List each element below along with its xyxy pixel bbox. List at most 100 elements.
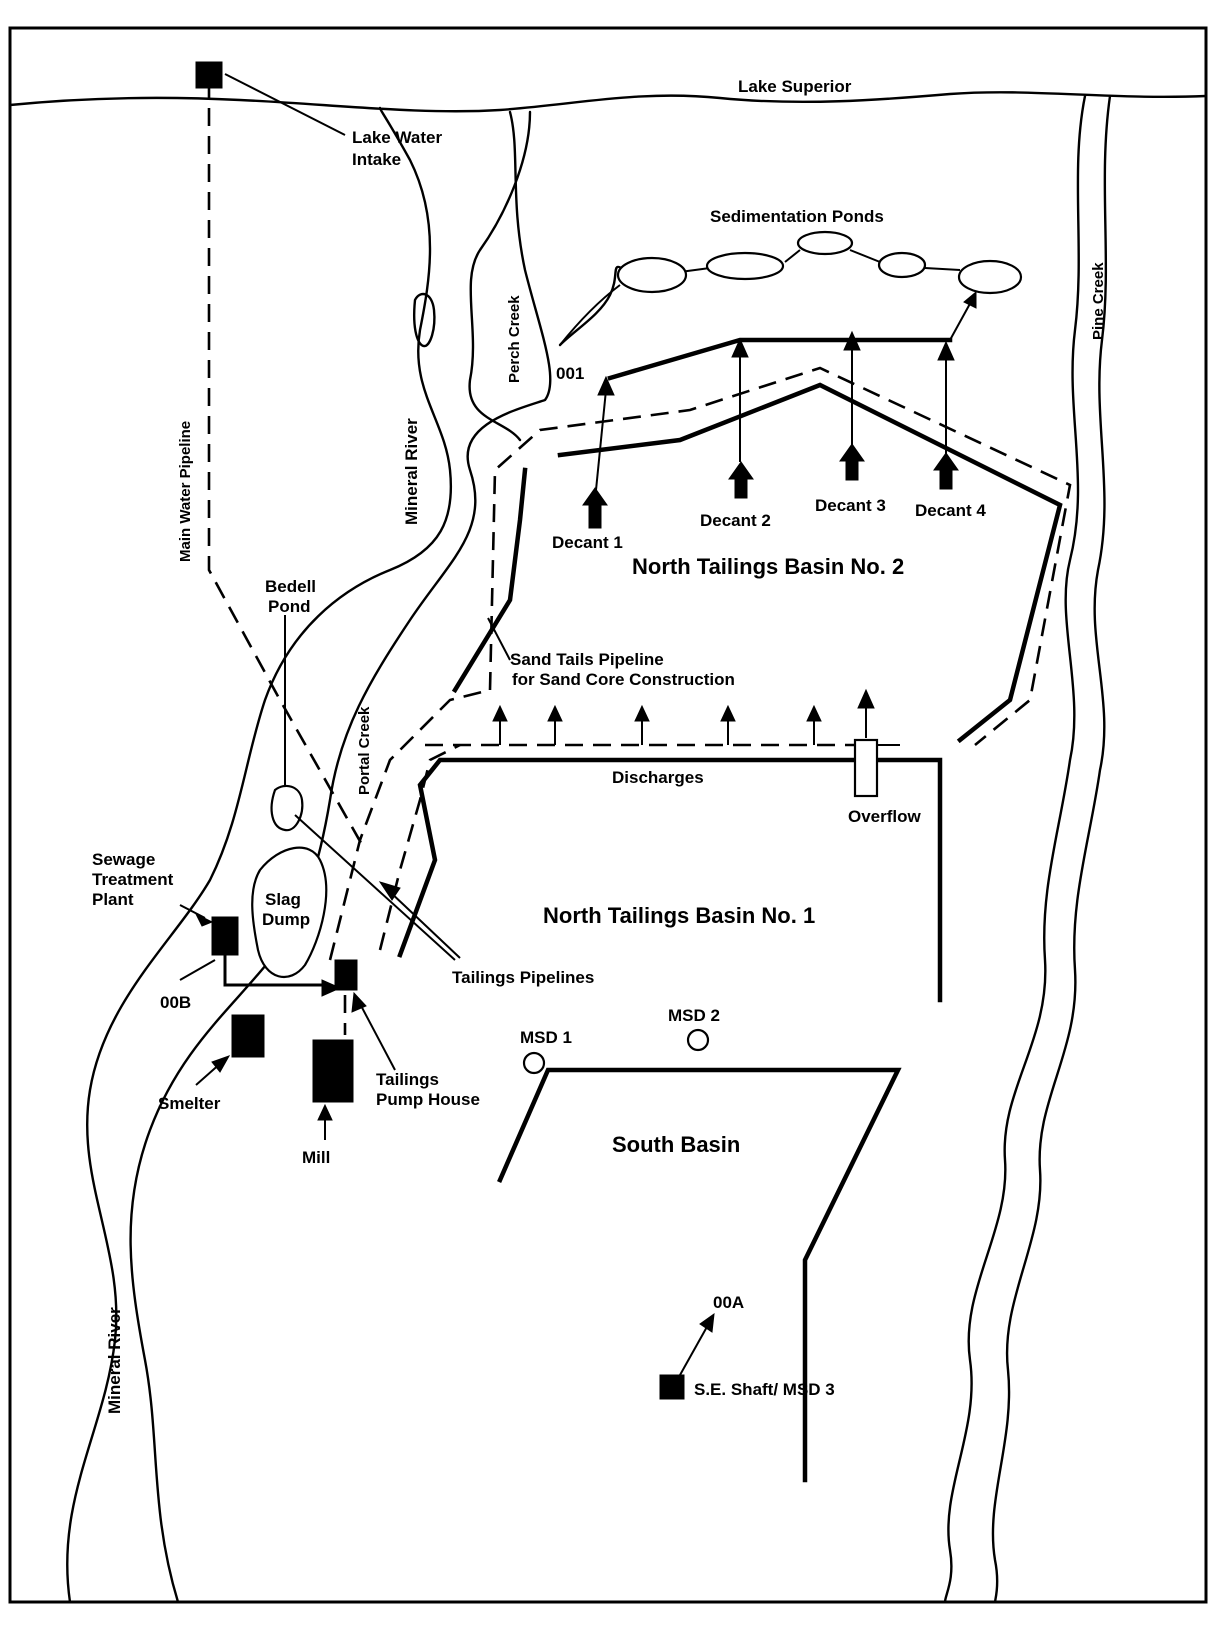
tailings-pump-house-icon xyxy=(334,959,358,991)
sewage-treatment-plant-icon xyxy=(211,916,239,956)
label-sewage-1: Sewage xyxy=(92,850,155,869)
mineral-river-west-bank xyxy=(66,106,453,1604)
tailings-pipeline-1 xyxy=(328,688,491,961)
sedimentation-pond-4 xyxy=(877,251,927,279)
pump-house-pointer-head xyxy=(351,991,367,1013)
label-discharges: Discharges xyxy=(612,768,704,787)
label-south-basin: South Basin xyxy=(612,1132,740,1157)
label-msd-1: MSD 1 xyxy=(520,1028,572,1047)
label-decant-4: Decant 4 xyxy=(915,501,986,520)
label-bedell-pond-1: Bedell xyxy=(265,577,316,596)
label-tailings-pump-house-2: Pump House xyxy=(376,1090,480,1109)
label-msd-2: MSD 2 xyxy=(668,1006,720,1025)
pine-creek-west-bank xyxy=(943,94,1087,1604)
decant-3-arrowhead xyxy=(843,330,861,351)
label-outfall-00b: 00B xyxy=(160,993,191,1012)
label-pine-creek: Pine Creek xyxy=(1090,262,1107,340)
label-lake-superior: Lake Superior xyxy=(738,77,852,96)
map-frame xyxy=(8,26,1208,1604)
smelter-icon xyxy=(231,1014,265,1058)
label-outfall-00a: 00A xyxy=(713,1293,744,1312)
decant-4-to-pond-line xyxy=(949,299,973,341)
slag-dump xyxy=(251,846,328,979)
msd-2-well xyxy=(686,1028,710,1052)
label-sand-tails-1: Sand Tails Pipeline xyxy=(510,650,664,669)
tailings-pipeline-2 xyxy=(378,743,461,951)
outfall-00b-line xyxy=(179,959,216,981)
sewage-pointer-line xyxy=(179,904,206,919)
pump-house-pointer-line xyxy=(357,999,396,1071)
tailings-pipelines-pointer-2 xyxy=(387,889,461,959)
sedimentation-pond-2 xyxy=(705,251,785,281)
overflow-arrowhead xyxy=(857,688,875,709)
label-overflow: Overflow xyxy=(848,807,922,826)
decant-2-icon xyxy=(728,461,754,499)
decant-4-arrowhead xyxy=(937,340,955,361)
discharge-arrows xyxy=(492,704,822,745)
sedimentation-ponds-connector xyxy=(559,249,961,346)
overflow-structure xyxy=(853,738,879,798)
label-mill: Mill xyxy=(302,1148,330,1167)
sedimentation-pond-1 xyxy=(616,256,688,294)
lake-water-intake-pointer xyxy=(224,73,346,136)
label-sewage-2: Treatment xyxy=(92,870,174,889)
label-lake-water-intake-2: Intake xyxy=(352,150,401,169)
lake-superior-shoreline xyxy=(8,91,1208,113)
sedimentation-pond-5 xyxy=(957,259,1023,295)
label-portal-creek: Portal Creek xyxy=(356,706,373,795)
perch-creek xyxy=(468,110,532,442)
tailings-pipelines-pointer-head xyxy=(378,881,401,901)
bedell-pond xyxy=(270,784,304,832)
perch-creek-branch xyxy=(558,265,627,347)
outfall-00a-arrowhead xyxy=(699,1312,715,1333)
decant-4-to-pond-arrowhead xyxy=(963,290,977,309)
label-se-shaft: S.E. Shaft/ MSD 3 xyxy=(694,1380,835,1399)
outfall-00a-line xyxy=(679,1324,709,1376)
smelter-pointer-head xyxy=(211,1055,231,1073)
pine-creek-east-bank xyxy=(991,94,1112,1604)
decant-2-arrowhead xyxy=(731,337,749,358)
to-pump-arrowhead xyxy=(321,979,342,997)
decant-1-arrowhead xyxy=(597,375,615,396)
decant-4-icon xyxy=(933,452,959,490)
mill-icon xyxy=(312,1039,354,1103)
label-north-basin-2: North Tailings Basin No. 2 xyxy=(632,554,904,579)
label-north-basin-1: North Tailings Basin No. 1 xyxy=(543,903,815,928)
north-basin-2-west-dike xyxy=(451,467,528,694)
mineral-river-east-bank xyxy=(129,110,552,1604)
label-slag-dump-2: Dump xyxy=(262,910,310,929)
sewage-outfall-line xyxy=(223,953,327,987)
label-decant-3: Decant 3 xyxy=(815,496,886,515)
label-sewage-3: Plant xyxy=(92,890,134,909)
sand-tails-pointer xyxy=(487,617,511,661)
label-smelter: Smelter xyxy=(158,1094,221,1113)
mill-pointer-head xyxy=(317,1103,333,1121)
label-bedell-pond-2: Pond xyxy=(268,597,311,616)
label-outfall-001: 001 xyxy=(556,364,584,383)
decant-1-line xyxy=(595,389,607,491)
label-mineral-river-upper: Mineral River xyxy=(402,418,421,525)
msd-1-well xyxy=(522,1051,546,1075)
sewage-pointer-head xyxy=(194,912,214,927)
label-perch-creek: Perch Creek xyxy=(506,295,523,383)
north-basin-2-dashed-dike xyxy=(488,366,1072,747)
sedimentation-pond-3 xyxy=(796,230,854,256)
label-sedimentation-ponds: Sedimentation Ponds xyxy=(710,207,884,226)
decant-3-icon xyxy=(839,443,865,481)
label-main-water-pipeline: Main Water Pipeline xyxy=(177,421,194,562)
label-mineral-river-lower: Mineral River xyxy=(105,1307,124,1414)
label-tailings-pipelines: Tailings Pipelines xyxy=(452,968,594,987)
north-basin-1-dike xyxy=(397,757,943,1003)
decant-1-icon xyxy=(582,487,608,529)
river-island xyxy=(413,292,436,348)
label-sand-tails-2: for Sand Core Construction xyxy=(512,670,735,689)
lake-water-intake-icon xyxy=(195,61,223,89)
south-basin-dike xyxy=(497,1067,902,1483)
tailings-pipelines-pointer-1 xyxy=(294,814,456,961)
label-tailings-pump-house-1: Tailings xyxy=(376,1070,439,1089)
main-water-pipeline xyxy=(207,80,367,851)
label-slag-dump-1: Slag xyxy=(265,890,301,909)
label-lake-water-intake-1: Lake Water xyxy=(352,128,442,147)
label-decant-2: Decant 2 xyxy=(700,511,771,530)
